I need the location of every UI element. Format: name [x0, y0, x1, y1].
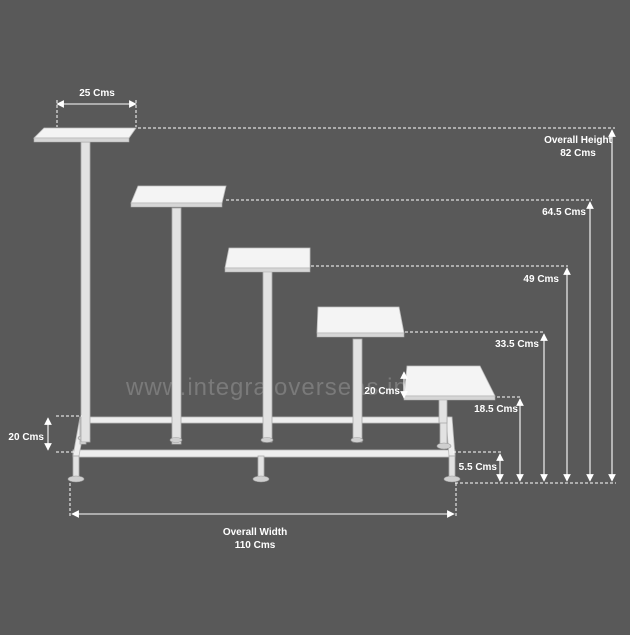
top-tier-1-edge	[33, 137, 130, 143]
small-top-label: 20 Cms	[364, 386, 400, 397]
overall-height-value: 82 Cms	[560, 148, 596, 159]
foot-middle	[252, 475, 270, 483]
front-leg-middle	[257, 455, 265, 479]
plant-stand	[33, 127, 496, 483]
top-tier-4	[316, 306, 405, 334]
foot-tier-4	[350, 437, 364, 443]
foot-tier-3	[260, 437, 274, 443]
foot-back-right	[436, 442, 452, 450]
top-tier-2-edge	[130, 202, 223, 208]
post-tier-3	[262, 269, 273, 443]
top-tier-3-edge	[224, 267, 311, 273]
tier-4-height-label: 33.5 Cms	[495, 339, 539, 350]
post-tier-1	[80, 141, 91, 443]
foot-left	[67, 475, 85, 483]
overall-height-title: Overall Height	[544, 135, 612, 146]
overall-width-title: Overall Width	[223, 527, 287, 538]
top-tier-5-edge	[403, 395, 496, 401]
post-tier-4	[352, 338, 363, 443]
foot-tier-2	[169, 437, 183, 443]
tier-5-height-label: 18.5 Cms	[474, 404, 518, 415]
top-tier-2	[130, 185, 227, 204]
top-tier-3	[224, 247, 311, 269]
foot-right	[443, 475, 461, 483]
front-leg-right	[448, 455, 456, 479]
front-leg-left	[72, 455, 80, 479]
tier-2-height-label: 64.5 Cms	[542, 207, 586, 218]
overall-width-value: 110 Cms	[235, 540, 276, 551]
top-tier-1	[33, 127, 137, 139]
top-tier-5	[403, 365, 496, 397]
base-frame-height-label: 20 Cms	[8, 432, 44, 443]
leg-height-label: 5.5 Cms	[459, 462, 498, 473]
post-tier-5	[438, 398, 448, 424]
top-tier-4-edge	[316, 332, 405, 338]
top-width-label: 25 Cms	[79, 88, 115, 99]
tier-3-height-label: 49 Cms	[523, 274, 559, 285]
post-tier-2	[171, 207, 182, 445]
dimension-annotations: 25 Cms Overall Height 82 Cms 64.5 Cms 49…	[8, 88, 616, 551]
